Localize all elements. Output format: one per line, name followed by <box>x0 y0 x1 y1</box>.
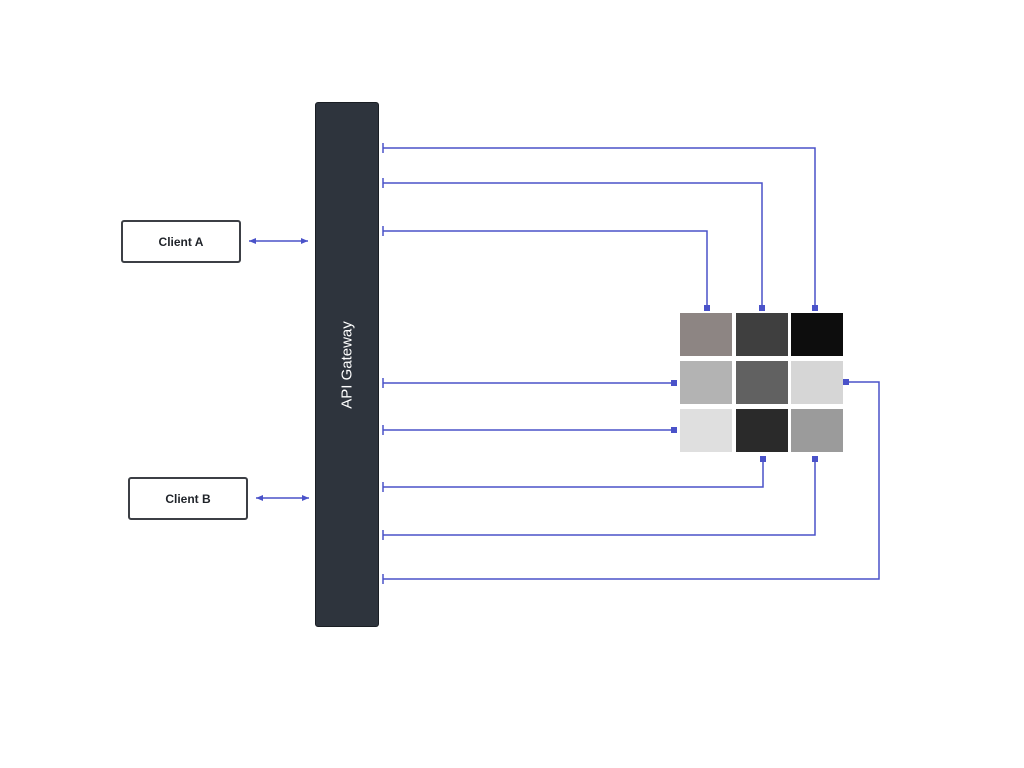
grid-cell-bottom-left <box>680 409 732 452</box>
client-a-box[interactable]: Client A <box>121 220 241 263</box>
route-end-terminal <box>760 456 766 462</box>
client-b-box[interactable]: Client B <box>128 477 248 520</box>
route-to-bottom-middle-cell <box>383 459 764 488</box>
route-end-terminal <box>812 305 818 311</box>
grid-cell-bottom-middle <box>735 409 788 452</box>
grid-cell-bottom-right <box>791 409 843 452</box>
grid-cell-middle-left <box>680 361 732 404</box>
route-to-top-middle-cell <box>383 182 763 309</box>
grid-cell-top-middle <box>735 313 788 356</box>
client-a-label: Client A <box>158 234 204 249</box>
route-end-terminal <box>671 427 677 433</box>
route-end-terminal <box>671 380 677 386</box>
grid-cell-top-left <box>680 313 732 356</box>
grid-cell-middle-right <box>791 361 843 404</box>
api-gateway-label: API Gateway <box>338 320 356 409</box>
route-to-top-right-cell <box>383 147 816 309</box>
client-b-label: Client B <box>165 491 211 506</box>
api-gateway-block[interactable]: API Gateway <box>315 102 379 627</box>
route-to-bottom-right-cell <box>383 459 816 536</box>
route-end-terminal <box>812 456 818 462</box>
route-to-middle-right-cell <box>383 381 880 580</box>
grid-cell-top-right <box>791 313 843 356</box>
route-end-terminal <box>759 305 765 311</box>
grid-cell-middle-middle <box>735 361 788 404</box>
route-end-terminal <box>843 379 849 385</box>
route-to-top-left-cell <box>383 230 708 309</box>
route-end-terminal <box>704 305 710 311</box>
